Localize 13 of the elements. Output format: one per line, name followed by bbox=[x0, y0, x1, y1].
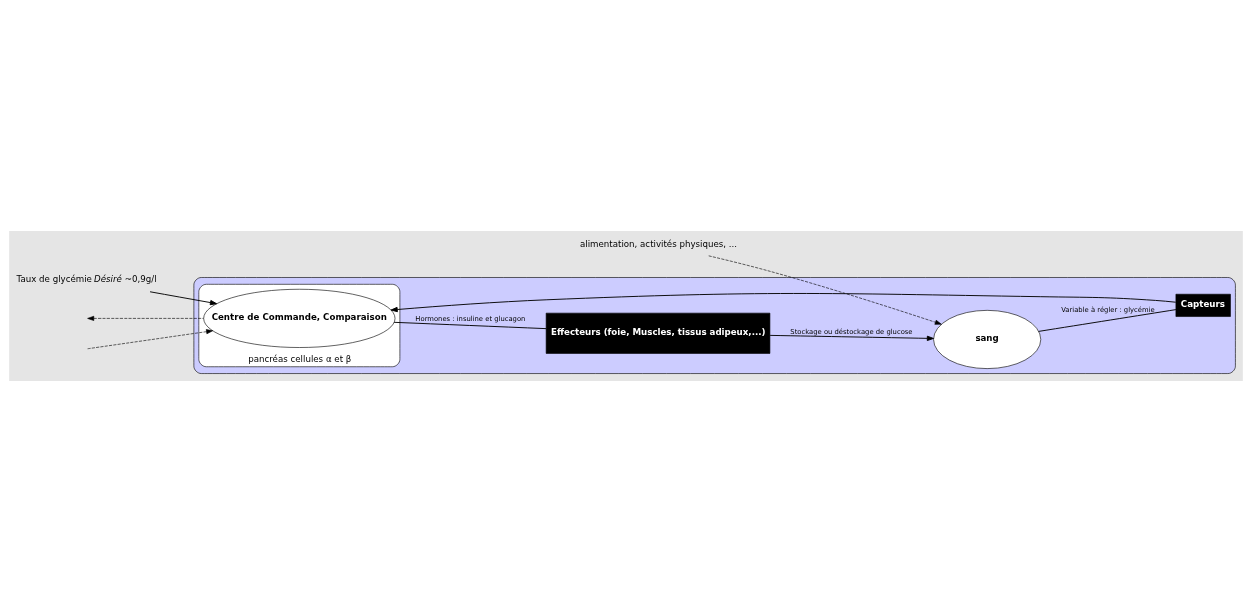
arrow bbox=[87, 315, 204, 321]
arrow bbox=[149, 290, 218, 305]
arrow bbox=[390, 292, 1177, 312]
node-text: alimentation, activités physiques, ... bbox=[579, 238, 738, 249]
arrow bbox=[87, 328, 213, 349]
arrow bbox=[769, 334, 934, 341]
node-text: Taux de glycémie Désiré ~0,9g/l bbox=[16, 273, 157, 284]
node-box: Effecteurs (foie, Muscles, tissus adipeux,...) bbox=[545, 312, 771, 354]
connector bbox=[1038, 308, 1177, 332]
node-box: Capteurs bbox=[1175, 293, 1231, 317]
connector bbox=[393, 321, 547, 329]
arrow bbox=[708, 255, 942, 325]
cluster bbox=[193, 276, 1236, 374]
